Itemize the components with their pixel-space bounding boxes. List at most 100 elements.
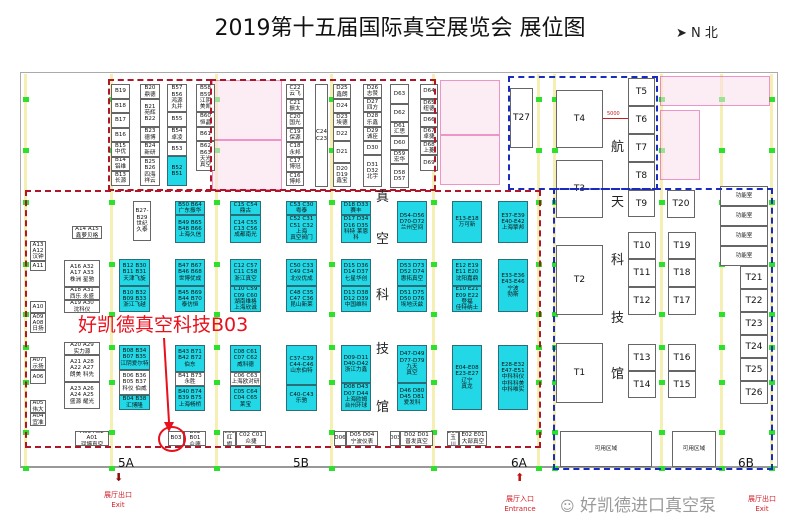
booth-b03[interactable]: B03 [168, 431, 184, 446]
booth-b55[interactable]: B55 [167, 112, 187, 127]
booth-t2[interactable]: T2 [556, 245, 603, 315]
booth-t12[interactable]: T12 [628, 287, 656, 315]
booth-t19[interactable]: T19 [668, 232, 696, 259]
booth-d66[interactable]: D66 [420, 113, 438, 127]
booth-d21[interactable]: D21 [333, 141, 351, 163]
booth-b19[interactable]: B19 [111, 84, 130, 99]
booth-d22[interactable]: D22 [333, 127, 351, 141]
booth-可用区域[interactable]: 可用区域 [672, 431, 716, 467]
booth-d30[interactable]: D30 [363, 141, 382, 155]
booth-b17[interactable]: B17 [111, 113, 130, 128]
booth-b16[interactable]: B16 [111, 127, 130, 142]
booth-t1[interactable]: T1 [556, 343, 603, 403]
booth-t6[interactable]: T6 [628, 106, 655, 134]
booth-d60[interactable]: D60 [390, 136, 409, 150]
booth-t10[interactable]: T10 [628, 232, 656, 259]
booth-功能室[interactable]: 功能室 [720, 226, 768, 246]
booth-d69[interactable]: D69 [420, 155, 438, 171]
booth-t13[interactable]: T13 [628, 344, 656, 371]
booth-t23[interactable]: T23 [740, 312, 768, 335]
booth-t7[interactable]: T7 [628, 134, 655, 162]
booth-d64[interactable]: D64 [420, 84, 438, 99]
booth-t9[interactable]: T9 [628, 190, 655, 217]
booth-t26[interactable]: T26 [740, 381, 768, 404]
booth-b18[interactable]: B18 [111, 98, 130, 113]
booth-d62[interactable]: D62 [390, 104, 409, 122]
booth-功能室[interactable]: 功能室 [720, 246, 768, 266]
booth-t24[interactable]: T24 [740, 335, 768, 358]
booth-t17[interactable]: T17 [668, 287, 696, 315]
booth-t11[interactable]: T11 [628, 259, 656, 287]
booth-a10[interactable]: A10 [30, 301, 46, 313]
